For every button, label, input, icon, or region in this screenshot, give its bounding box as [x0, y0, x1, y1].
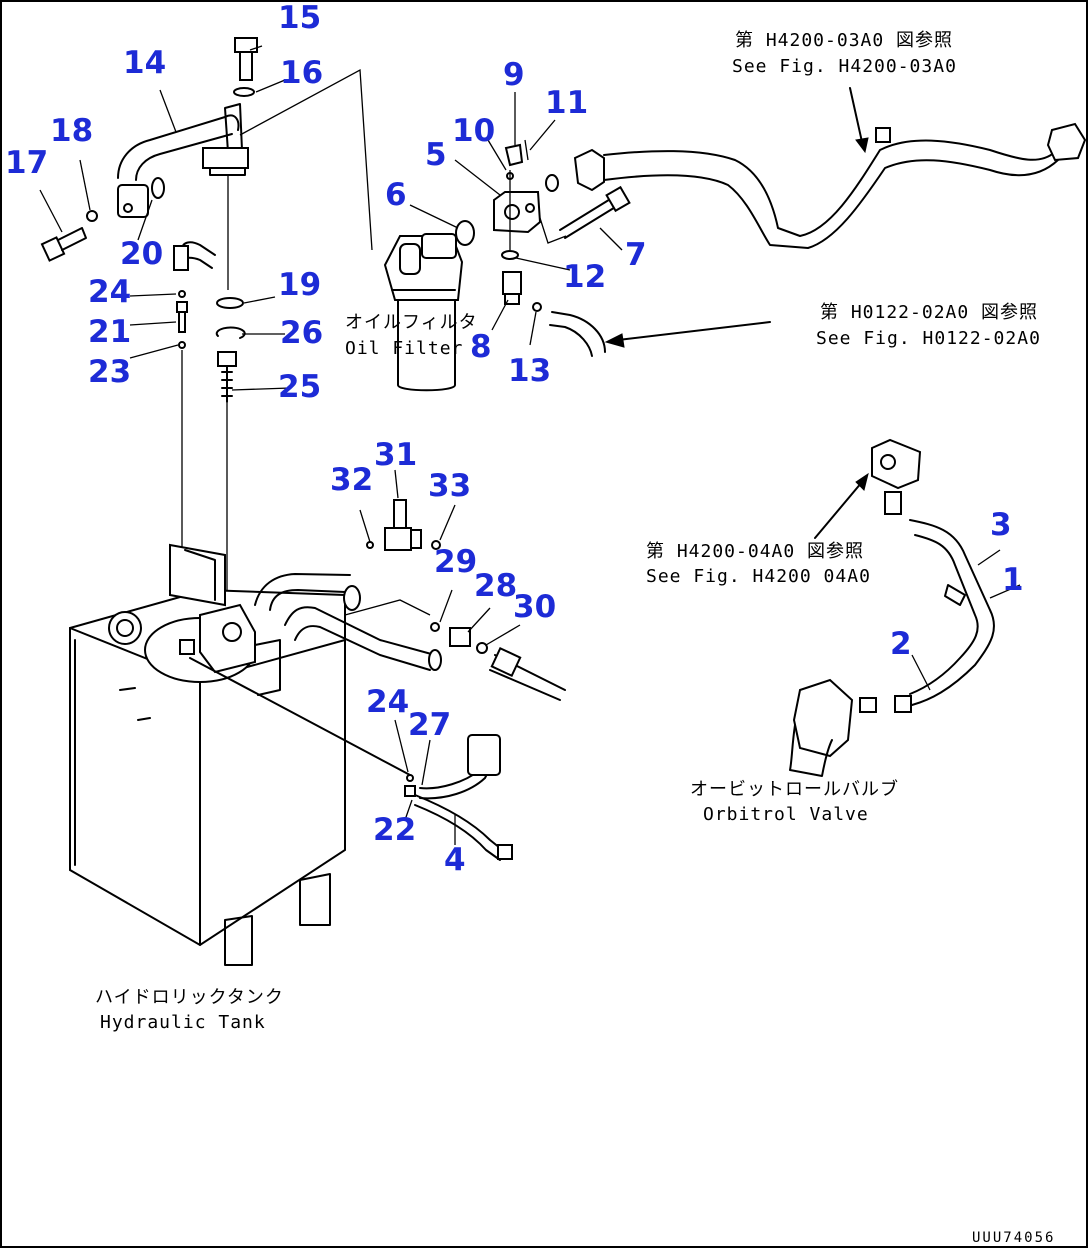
bolt-15-shape	[234, 37, 258, 81]
part-number-labels: 1 2 3 4 5 6 7 8 9 10 11 12 13 14 15 16 1…	[5, 0, 1024, 878]
part-number-21: 21	[88, 314, 131, 350]
part-number-23: 23	[88, 354, 131, 390]
oil-filter-label-jp: オイルフィルタ	[345, 312, 478, 333]
fitting-9-shape	[504, 143, 524, 167]
hose-top-right-shape	[573, 122, 1087, 249]
drawing-code: UUU74056	[972, 1230, 1055, 1246]
oil-filter-label-en: Oil Filter	[345, 338, 463, 359]
oring-12-shape	[501, 250, 519, 260]
reference-arrows	[604, 87, 869, 539]
oil-filter-shape	[383, 233, 464, 392]
hydraulic-tank-label-jp: ハイドロリックタンク	[95, 987, 284, 1008]
leader-lines	[39, 45, 1021, 845]
orbitrol-valve-shape	[789, 438, 922, 777]
strainer-25-shape	[217, 351, 237, 403]
part-number-32: 32	[330, 462, 373, 498]
oring-20-shape	[151, 177, 165, 199]
alignment-line	[524, 139, 529, 161]
elbow-fitting-body	[173, 245, 189, 271]
hydraulic-tank-shape	[69, 543, 346, 966]
part-number-29: 29	[434, 544, 477, 580]
part-number-9: 9	[503, 57, 525, 93]
reference-h4200-04a0-jp: 第 H4200-04A0 図参照	[646, 541, 864, 562]
oring-30-shape	[476, 642, 488, 654]
hydraulic-tank-label-en: Hydraulic Tank	[100, 1012, 266, 1033]
oring-19-shape	[216, 297, 244, 309]
part-number-19: 19	[278, 267, 321, 303]
part-number-13: 13	[508, 353, 551, 389]
part-number-33: 33	[428, 468, 471, 504]
part-number-28: 28	[474, 568, 517, 604]
part-number-16: 16	[280, 55, 323, 91]
part-number-17: 17	[5, 145, 48, 181]
oring-32-shape	[366, 541, 374, 549]
part-number-26: 26	[280, 315, 323, 351]
annotation-labels: 第 H4200-03A0 図参照 See Fig. H4200-03A0 第 H…	[95, 30, 1055, 1246]
bolt-7-shape	[559, 185, 631, 239]
tank-pipe-shape	[254, 573, 442, 671]
snap-ring-26-shape	[215, 326, 246, 339]
line-drawing	[39, 37, 1087, 966]
part-number-31: 31	[374, 437, 417, 473]
part-number-24-bottom: 24	[366, 684, 409, 720]
part-number-18: 18	[50, 113, 93, 149]
hose-4-27-shape	[189, 657, 513, 861]
part-number-6: 6	[385, 177, 407, 213]
part-number-14: 14	[123, 45, 166, 81]
part-number-15: 15	[278, 0, 321, 36]
part-number-1: 1	[1002, 562, 1024, 598]
oring-13-shape	[532, 302, 542, 312]
part-number-27: 27	[408, 707, 451, 743]
plug-21-shape	[176, 290, 188, 349]
part-number-20: 20	[120, 236, 163, 272]
part-number-5: 5	[425, 137, 447, 173]
hose-assembly-1-2-3-shape	[909, 519, 995, 706]
part-number-8: 8	[470, 329, 492, 365]
part-number-7: 7	[625, 237, 647, 273]
washer-18-shape	[86, 210, 98, 222]
hose-30-end	[490, 646, 522, 678]
oring-33-shape	[431, 540, 441, 550]
part-number-11: 11	[545, 85, 588, 121]
part-number-30: 30	[513, 589, 556, 625]
adapter-28-shape	[449, 627, 471, 647]
part-number-2: 2	[890, 626, 912, 662]
hose-end-shape	[549, 311, 606, 357]
alignment-line	[239, 68, 373, 251]
orbitrol-valve-label-jp: オービットロールバルブ	[690, 778, 899, 800]
part-number-25: 25	[278, 369, 321, 405]
elbow-8-shape	[502, 271, 522, 305]
washer-16-shape	[233, 87, 255, 97]
part-number-10: 10	[452, 113, 495, 149]
bolt-17-shape	[40, 227, 87, 262]
oring-6-shape	[455, 220, 475, 246]
part-number-12: 12	[563, 259, 606, 295]
alignment-line	[539, 217, 567, 244]
part-number-22: 22	[373, 812, 416, 848]
orbitrol-valve-label-en: Orbitrol Valve	[703, 804, 869, 825]
reference-h4200-03a0-en: See Fig. H4200-03A0	[732, 56, 957, 77]
block-5-shape	[493, 191, 542, 234]
reference-h0122-02a0-en: See Fig. H0122-02A0	[816, 328, 1041, 349]
reference-h4200-04a0-en: See Fig. H4200 04A0	[646, 566, 871, 587]
tube-14-shape	[117, 103, 249, 218]
reference-h4200-03a0-jp: 第 H4200-03A0 図参照	[735, 30, 953, 51]
elbow-31-shape	[384, 499, 422, 551]
reference-h0122-02a0-jp: 第 H0122-02A0 図参照	[820, 302, 1038, 323]
part-number-4: 4	[444, 842, 466, 878]
part-number-24-top: 24	[88, 274, 131, 310]
oring-29-shape	[430, 622, 440, 632]
oring-flange-shape	[545, 174, 559, 192]
part-number-3: 3	[990, 507, 1012, 543]
